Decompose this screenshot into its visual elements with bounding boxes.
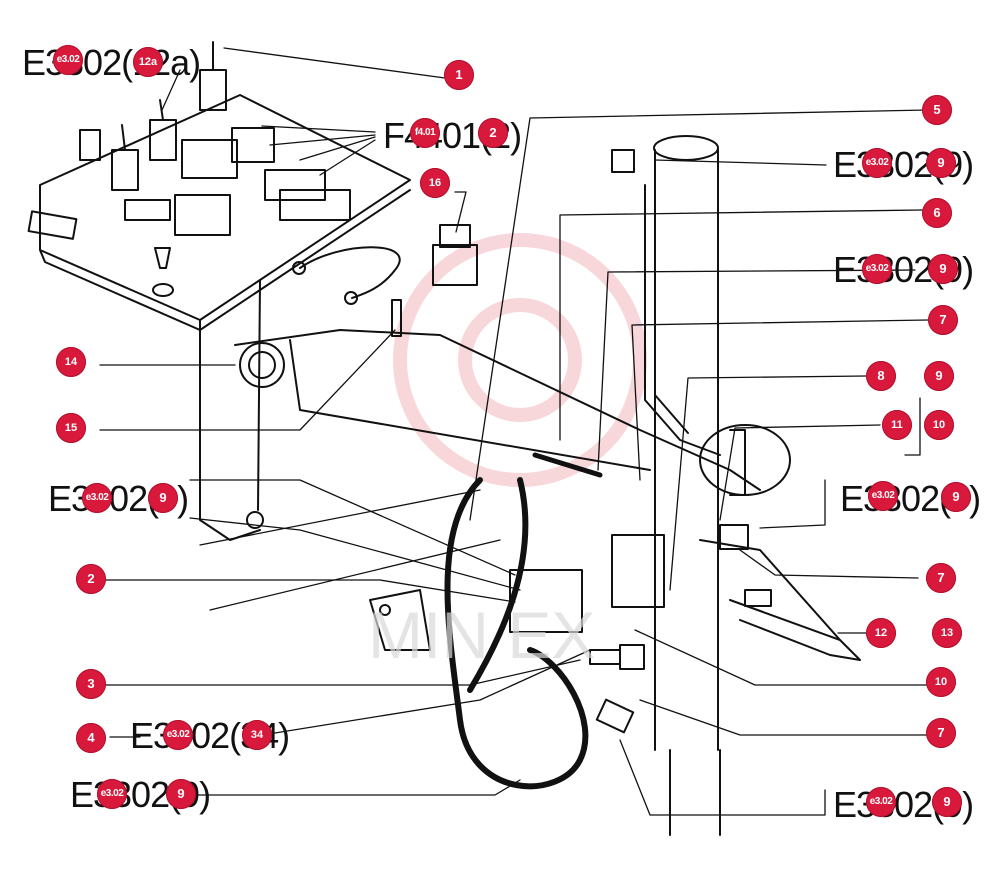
callout-6[interactable]: 6	[922, 198, 952, 228]
callout-2[interactable]: 2	[478, 118, 508, 148]
callout-8[interactable]: 8	[866, 361, 896, 391]
callout-10[interactable]: 10	[924, 410, 954, 440]
hose-c	[532, 452, 603, 478]
valve-block-right	[611, 534, 665, 608]
callout-12a[interactable]: 12a	[133, 47, 163, 77]
ref-e3-02-badge[interactable]: e3.02	[82, 483, 112, 513]
callout-9[interactable]: 9	[932, 787, 962, 817]
ref-e3-02-badge[interactable]: e3.02	[862, 148, 892, 178]
hose-loop-a	[444, 477, 589, 790]
callout-9[interactable]: 9	[924, 361, 954, 391]
ref-f4-01-badge[interactable]: f4.01	[410, 118, 440, 148]
connector-16	[432, 244, 478, 286]
ref-e3-02-badge[interactable]: e3.02	[866, 787, 896, 817]
main-bracket	[199, 319, 261, 541]
callout-3[interactable]: 3	[76, 669, 106, 699]
callout-11[interactable]: 11	[882, 410, 912, 440]
callout-7[interactable]: 7	[926, 563, 956, 593]
watermark-text: MIN EX	[368, 598, 595, 672]
callout-14[interactable]: 14	[56, 347, 86, 377]
callout-12[interactable]: 12	[866, 618, 896, 648]
callout-15[interactable]: 15	[56, 413, 86, 443]
hose-loop-b	[467, 477, 529, 693]
ref-e3-02-badge[interactable]: e3.02	[862, 254, 892, 284]
callout-1[interactable]: 1	[444, 60, 474, 90]
callout-10[interactable]: 10	[926, 667, 956, 697]
callout-13[interactable]: 13	[932, 618, 962, 648]
callout-16[interactable]: 16	[420, 168, 450, 198]
relay-box-c	[174, 194, 231, 236]
ref-e3-02-badge[interactable]: e3.02	[163, 720, 193, 750]
callout-9[interactable]: 9	[166, 779, 196, 809]
callout-7[interactable]: 7	[926, 718, 956, 748]
pilot-lamp	[79, 129, 101, 161]
ref-e3-02-badge[interactable]: e3.02	[53, 45, 83, 75]
callout-34[interactable]: 34	[242, 720, 272, 750]
callout-9[interactable]: 9	[926, 148, 956, 178]
callout-2[interactable]: 2	[76, 564, 106, 594]
ref-e3-02-badge[interactable]: e3.02	[868, 481, 898, 511]
callout-7[interactable]: 7	[928, 305, 958, 335]
ground-cable	[299, 246, 401, 299]
callout-9[interactable]: 9	[928, 254, 958, 284]
callout-4[interactable]: 4	[76, 723, 106, 753]
callout-9[interactable]: 9	[148, 483, 178, 513]
ref-e3-02-badge[interactable]: e3.02	[97, 779, 127, 809]
label-e3302-12a: E3302(12a)	[22, 42, 201, 83]
relay-box-a	[181, 139, 238, 179]
callout-9[interactable]: 9	[941, 482, 971, 512]
callout-5[interactable]: 5	[922, 95, 952, 125]
